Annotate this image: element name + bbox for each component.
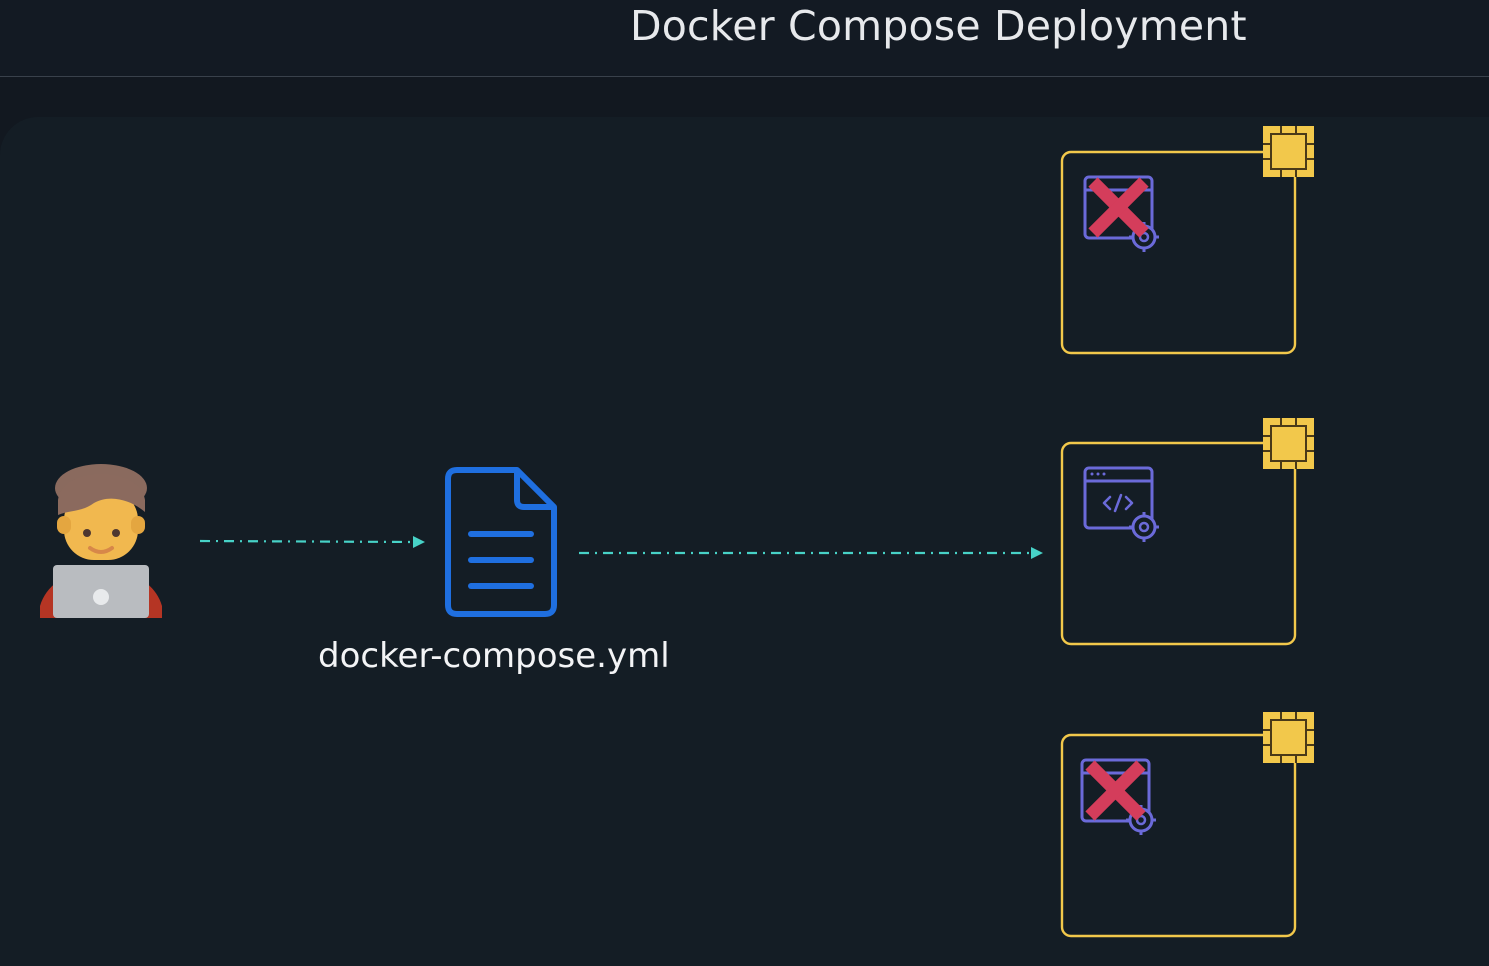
page-title: Docker Compose Deployment: [630, 2, 1247, 50]
developer-icon: [40, 464, 162, 618]
failed-x-icon: [1088, 177, 1149, 238]
code-settings-icon: [1083, 466, 1159, 542]
chip-icon: [1263, 418, 1314, 469]
header-bar: Docker Compose Deployment: [0, 0, 1489, 77]
arrow-file-to-server: [579, 547, 1043, 559]
server-2: [1060, 418, 1314, 646]
chip-icon: [1263, 712, 1314, 763]
chip-icon: [1263, 126, 1314, 177]
file-icon: [445, 467, 557, 617]
arrow-developer-to-file: [199, 536, 425, 548]
server-1: [1060, 126, 1314, 355]
file-label: docker-compose.yml: [318, 636, 670, 676]
failed-x-icon: [1085, 760, 1146, 821]
server-3: [1060, 712, 1314, 938]
